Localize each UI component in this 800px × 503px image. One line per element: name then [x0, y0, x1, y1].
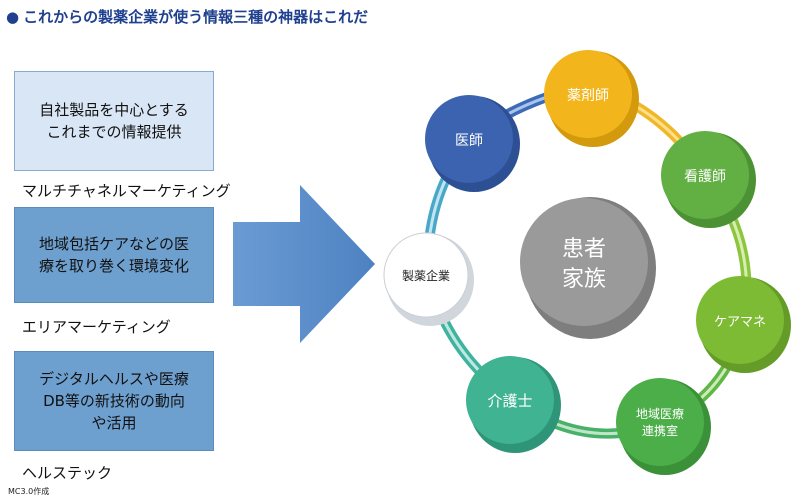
node-caregiver: 介護士 — [466, 356, 561, 453]
center-node-label: 患者 — [562, 237, 606, 262]
node-label: 製薬企業 — [402, 268, 450, 283]
info-box-new-tech: デジタルヘルスや医療 DB等の新技術の動向 や活用 — [14, 351, 214, 451]
node-nurse: 看護師 — [661, 131, 756, 228]
node-pharma-company: 製薬企業 — [383, 232, 474, 326]
info-box-line: 地域包括ケアなどの医 — [38, 235, 189, 253]
info-box-line: これまでの情報提供 — [46, 123, 182, 141]
node-label: 連携室 — [642, 423, 678, 438]
info-box-text: デジタルヘルスや医療 DB等の新技術の動向 や活用 — [39, 368, 189, 434]
center-node-label: 家族 — [562, 267, 606, 292]
title-text: これからの製薬企業が使う情報三種の神器はこれだ — [23, 8, 369, 26]
info-box-line: 自社製品を中心とする — [39, 101, 189, 119]
info-box-traditional: 自社製品を中心とする これまでの情報提供 — [14, 71, 214, 171]
info-box-line: 療を取り巻く環境変化 — [38, 257, 189, 275]
node-pharmacist: 薬剤師 — [544, 50, 639, 147]
right-arrow-icon — [233, 185, 375, 343]
info-box-line: や活用 — [91, 414, 137, 432]
node-label: 看護師 — [684, 169, 726, 185]
node-doctor: 医師 — [425, 95, 520, 192]
node-regional-liaison: 地域医療 連携室 — [616, 378, 711, 475]
node-care-manager: ケアマネ — [696, 276, 791, 373]
title-bullet: ● — [6, 8, 20, 26]
info-box-text: 自社製品を中心とする これまでの情報提供 — [39, 99, 189, 143]
info-box-text: 地域包括ケアなどの医 療を取り巻く環境変化 — [39, 233, 189, 277]
info-box-line: デジタルヘルスや医療 — [39, 370, 189, 388]
label-area-marketing: エリアマーケティング — [22, 318, 171, 336]
page-title: ●これからの製薬企業が使う情報三種の神器はこれだ — [6, 6, 368, 27]
info-box-environment: 地域包括ケアなどの医 療を取り巻く環境変化 — [14, 207, 214, 303]
node-label: 薬剤師 — [567, 88, 609, 104]
node-label: 医師 — [455, 133, 483, 149]
info-box-line: DB等の新技術の動向 — [43, 392, 185, 410]
label-multichannel-marketing: マルチチャネルマーケティング — [22, 182, 231, 200]
node-label: 地域医療 — [636, 407, 684, 421]
node-label: ケアマネ — [714, 315, 766, 330]
label-health-tech: ヘルステック — [22, 464, 113, 482]
center-node-patient-family: 患者 家族 — [520, 197, 656, 339]
node-label: 介護士 — [487, 392, 532, 410]
credit-note: MC3.0作成 — [8, 487, 50, 496]
